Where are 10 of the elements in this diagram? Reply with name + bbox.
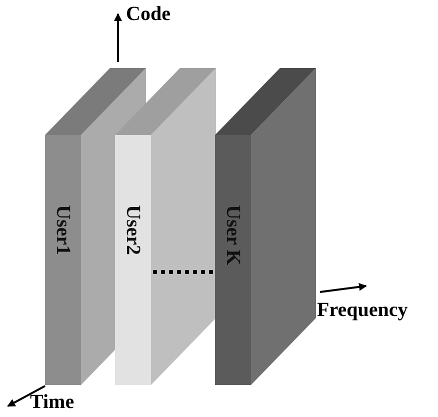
slab-front-face [115,135,151,385]
axis-label: Time [30,392,74,412]
axis-label: Code [126,4,170,24]
user-label: User1 [53,205,73,255]
dotted-line [153,270,213,274]
slab-front-face [45,135,81,385]
axis-label: Frequency [317,300,408,320]
user-label: User K [223,205,243,266]
user-label: User2 [123,205,143,255]
slab-front-face [215,135,251,385]
